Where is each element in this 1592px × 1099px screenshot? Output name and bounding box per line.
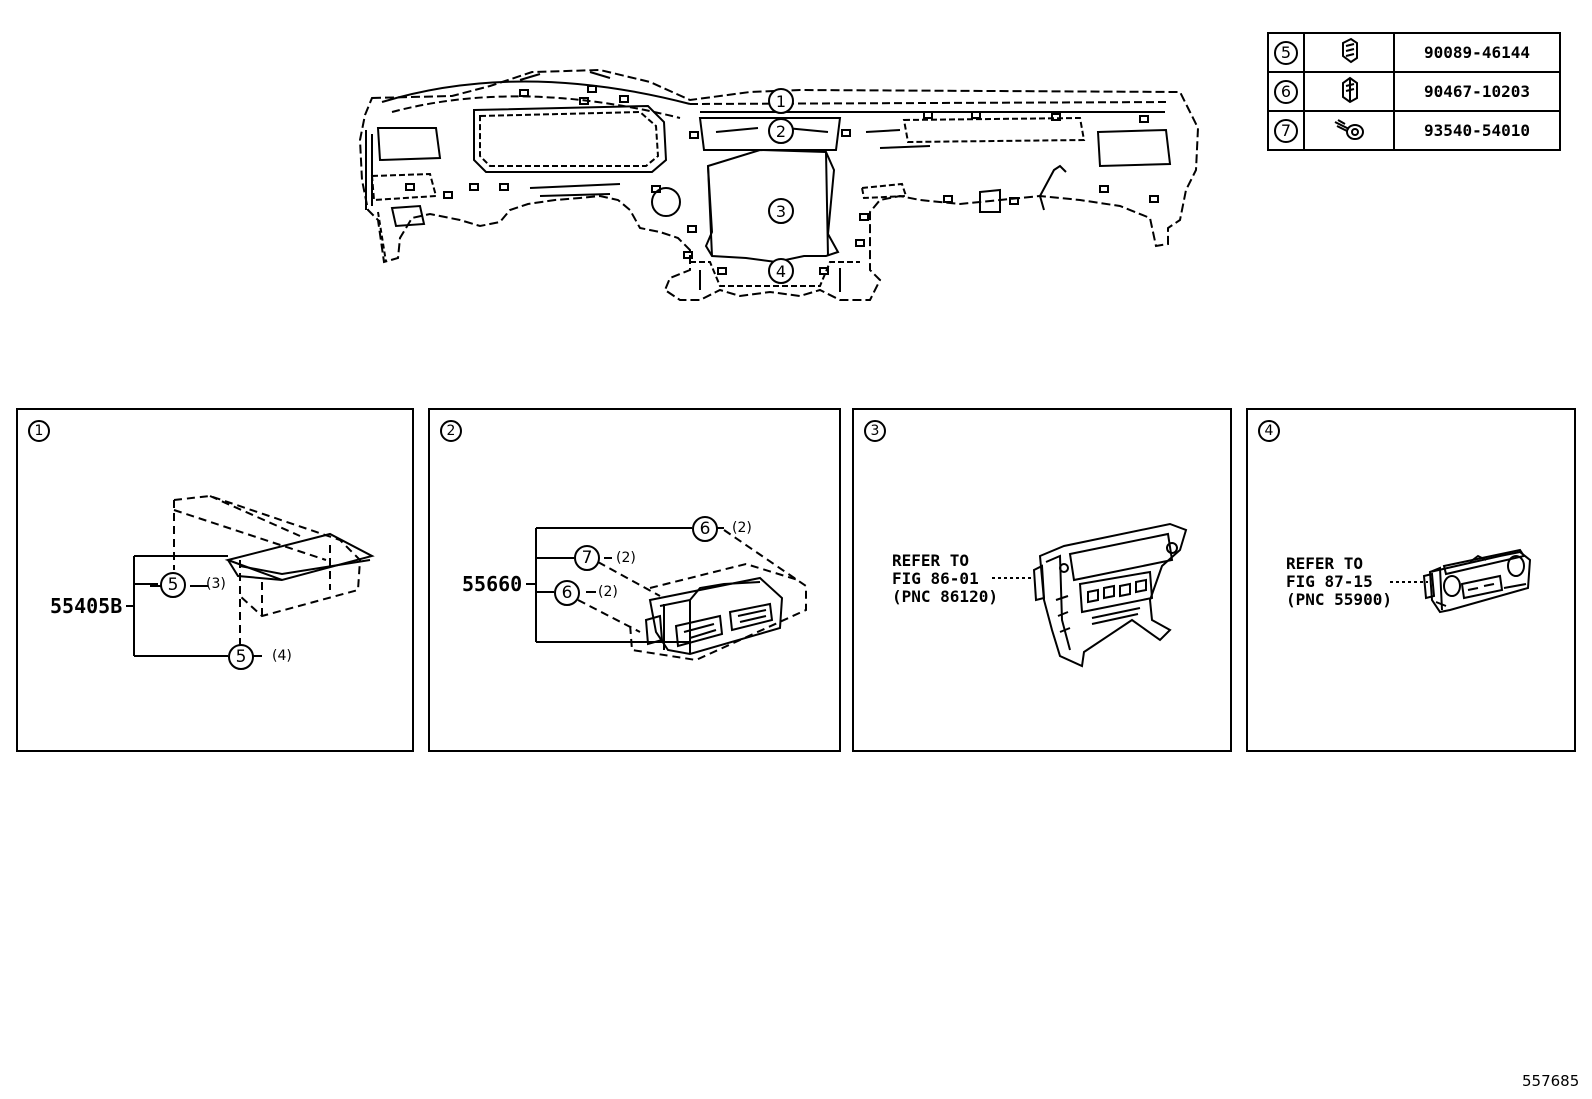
ref-circle: 5 [1274,40,1298,65]
quantity-label: (3) [206,576,226,592]
part-number: 90089-46144 [1393,32,1561,73]
parts-table: 5 90089-46144 6 90467-10203 7 [1267,32,1561,151]
refer-line-2: FIG 86-01 [892,569,979,588]
part-number-label: 55405B [50,594,123,618]
callout-circle: 3 [768,198,794,224]
refer-line-1: REFER TO [892,551,970,570]
screw-icon [1334,119,1364,140]
panel-number: 4 [1258,420,1280,442]
table-row: 7 93540-54010 [1267,110,1561,151]
callout-circle: 6 [692,516,718,542]
table-row: 5 90089-46144 [1267,32,1561,73]
panel-number: 1 [28,420,50,442]
refer-line-2: FIG 87-15 [1286,572,1373,591]
callout-circle: 5 [160,572,186,598]
detail-panel-2: 2 [428,408,841,752]
part-number: 93540-54010 [1393,110,1561,151]
quantity-label: (2) [616,550,636,566]
part-number-label: 55660 [462,572,523,596]
detail-panel-4: 4 [1246,408,1576,752]
ref-circle: 7 [1274,118,1298,143]
callout-circle: 6 [554,580,580,606]
refer-line-3: (PNC 55900) [1286,590,1392,609]
refer-line-3: (PNC 86120) [892,587,998,606]
part-number: 90467-10203 [1393,71,1561,112]
quantity-label: (4) [272,648,292,664]
panel-number: 3 [864,420,886,442]
clip-icon [1342,76,1358,104]
detail-panel-1: 1 [16,408,414,752]
clip-icon [1342,37,1358,64]
callout-circle: 7 [574,545,600,571]
callout-circle: 2 [768,118,794,144]
table-row: 6 90467-10203 [1267,71,1561,112]
callout-circle: 1 [768,88,794,114]
panel-number: 2 [440,420,462,442]
ref-circle: 6 [1274,79,1298,104]
callout-circle: 4 [768,258,794,284]
refer-line-1: REFER TO [1286,554,1364,573]
figure-number: 557685 [1522,1072,1580,1090]
quantity-label: (2) [732,520,752,536]
quantity-label: (2) [598,584,618,600]
callout-circle: 5 [228,644,254,670]
